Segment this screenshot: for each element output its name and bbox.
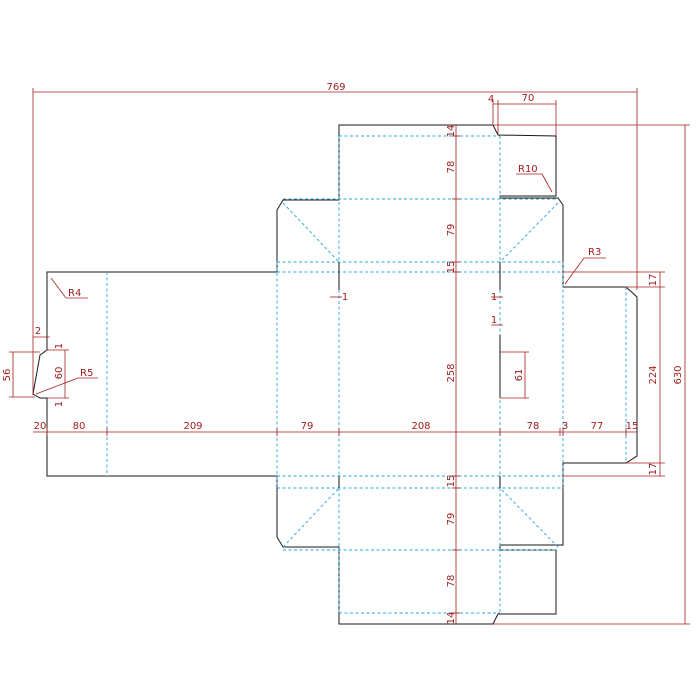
label-r4: R4 bbox=[68, 288, 81, 299]
label-r5: R5 bbox=[80, 368, 93, 379]
fold-lines bbox=[106, 135, 627, 614]
outline-main bbox=[32, 124, 638, 625]
leader-r3 bbox=[564, 257, 585, 285]
label-overall-width: 769 bbox=[326, 82, 345, 93]
label-left-1-top: 1 bbox=[54, 343, 65, 349]
label-15-top: 15 bbox=[446, 261, 457, 274]
label-78-top: 78 bbox=[446, 161, 457, 174]
label-row-20: 20 bbox=[34, 421, 47, 432]
label-overall-height: 630 bbox=[673, 365, 684, 384]
label-row-78: 78 bbox=[527, 421, 540, 432]
label-79-bottom: 79 bbox=[446, 513, 457, 526]
notches bbox=[338, 262, 501, 488]
label-left-56: 56 bbox=[2, 369, 13, 382]
label-row-15: 15 bbox=[626, 421, 639, 432]
label-left-2: 2 bbox=[35, 326, 41, 337]
label-14-top: 14 bbox=[446, 125, 457, 138]
label-row-80: 80 bbox=[73, 421, 86, 432]
label-1-slot: 1 bbox=[491, 315, 497, 326]
fold-diag-bl bbox=[282, 487, 340, 548]
leader-r10-diag bbox=[541, 173, 553, 193]
fold-diag-tr bbox=[499, 202, 559, 263]
label-left-60: 60 bbox=[54, 367, 65, 380]
cut-lines bbox=[32, 124, 638, 625]
label-78-bottom: 78 bbox=[446, 575, 457, 588]
label-1-left: 1 bbox=[342, 292, 348, 303]
dimension-lines bbox=[9, 88, 690, 625]
fold-diag-tl bbox=[282, 202, 340, 263]
label-row-208: 208 bbox=[411, 421, 430, 432]
label-17-top: 17 bbox=[648, 274, 659, 287]
label-row-77: 77 bbox=[591, 421, 604, 432]
label-1-right: 1 bbox=[491, 292, 497, 303]
label-61: 61 bbox=[514, 369, 525, 382]
label-left-1-bottom: 1 bbox=[54, 401, 65, 407]
label-224: 224 bbox=[648, 365, 659, 384]
fold-diag-br bbox=[499, 487, 559, 548]
label-r10: R10 bbox=[518, 164, 538, 175]
label-79-top: 79 bbox=[446, 224, 457, 237]
leader-r4 bbox=[50, 277, 67, 299]
label-r3: R3 bbox=[588, 247, 601, 258]
dimension-labels: 769 4 70 630 14 78 79 15 258 15 79 78 14… bbox=[2, 82, 684, 624]
label-row-3: 3 bbox=[562, 421, 568, 432]
label-row-209: 209 bbox=[183, 421, 202, 432]
label-258: 258 bbox=[446, 363, 457, 382]
label-17-bottom: 17 bbox=[648, 463, 659, 476]
label-top-70: 70 bbox=[522, 93, 535, 104]
label-top-4: 4 bbox=[488, 94, 494, 105]
label-14-bottom: 14 bbox=[446, 612, 457, 625]
leader-r5 bbox=[35, 377, 79, 395]
label-15-bottom: 15 bbox=[446, 475, 457, 488]
label-row-79: 79 bbox=[301, 421, 314, 432]
